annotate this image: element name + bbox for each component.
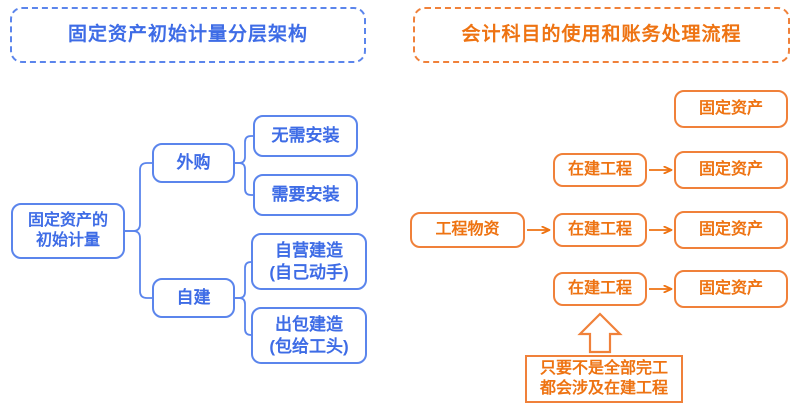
tree-node-outsourced-build: 出包建造 (包给工头): [251, 307, 367, 364]
tree-node-zijian: 自建: [152, 278, 235, 318]
tree-node-self-build: 自营建造 (自己动手): [251, 233, 367, 290]
flow-box-cip-3: 在建工程: [553, 272, 647, 306]
tree-node-root: 固定资产的 初始计量: [11, 203, 125, 259]
right-panel-title: 会计科目的使用和账务处理流程: [413, 7, 790, 63]
flow-box-materials: 工程物资: [410, 212, 525, 248]
tree-branch-waigou: [235, 135, 253, 196]
flow-box-cip-1: 在建工程: [553, 153, 647, 187]
tree-branch-root: [125, 162, 152, 299]
tree-node-no-install: 无需安装: [253, 115, 358, 157]
flow-box-fixed-asset-4: 固定资产: [674, 270, 788, 308]
up-block-arrow-icon: [577, 312, 623, 354]
flow-box-cip-2: 在建工程: [553, 213, 647, 247]
note-box: 只要不是全部完工 都会涉及在建工程: [525, 355, 683, 403]
flow-box-fixed-asset-3: 固定资产: [674, 211, 788, 249]
tree-node-waigou: 外购: [152, 143, 235, 183]
tree-branch-zijian: [235, 261, 253, 336]
flow-arrows: [527, 170, 671, 289]
flow-box-fixed-asset-2: 固定资产: [674, 151, 788, 189]
left-panel-title: 固定资产初始计量分层架构: [10, 7, 366, 63]
flow-box-fixed-asset-1: 固定资产: [674, 90, 788, 128]
tree-node-need-install: 需要安装: [253, 174, 358, 216]
